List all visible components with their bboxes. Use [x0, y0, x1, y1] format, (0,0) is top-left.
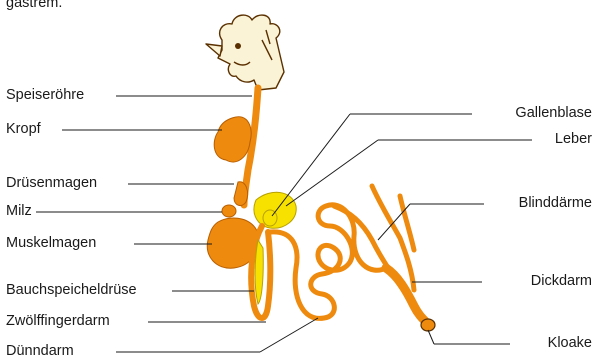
proventriculus [234, 182, 248, 206]
label-duenndarm: Dünndarm [6, 343, 74, 360]
label-blinddaerme: Blinddärme [519, 195, 592, 212]
label-druesenmagen: Drüsenmagen [6, 175, 97, 192]
label-dickdarm: Dickdarm [531, 273, 592, 290]
label-muskelmagen: Muskelmagen [6, 235, 96, 252]
spleen [222, 205, 236, 217]
large-intestine [386, 268, 426, 322]
chicken-head-illustration [206, 15, 284, 90]
label-bauchspeicheldruese: Bauchspeicheldrüse [6, 282, 137, 299]
label-kloake: Kloake [548, 335, 592, 352]
label-milz: Milz [6, 203, 32, 220]
label-kropf: Kropf [6, 121, 41, 138]
label-gallenblase: Gallenblase [515, 105, 592, 122]
crop [214, 117, 251, 162]
pancreas [255, 240, 263, 304]
label-leber: Leber [555, 131, 592, 148]
cloaca [421, 319, 435, 331]
label-zwoelffingerdarm: Zwölffingerdarm [6, 313, 110, 330]
label-speiseroehre: Speiseröhre [6, 87, 84, 104]
